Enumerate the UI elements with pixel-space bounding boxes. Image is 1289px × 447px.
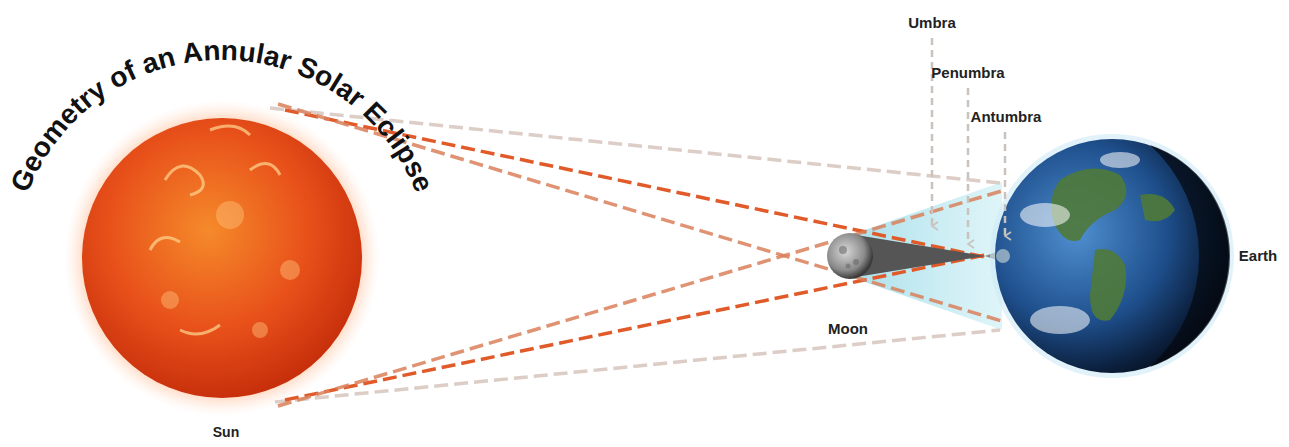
body-label: Moon bbox=[828, 320, 868, 338]
diagram-title: Geometry of an Annular Solar Eclipse bbox=[4, 35, 439, 196]
shadow-label: Penumbra bbox=[931, 64, 1004, 82]
shadow-label: Antumbra bbox=[971, 108, 1042, 126]
body-label: Sun bbox=[213, 424, 239, 441]
shadow-label: Umbra bbox=[908, 14, 956, 32]
body-label: Earth bbox=[1239, 247, 1277, 265]
